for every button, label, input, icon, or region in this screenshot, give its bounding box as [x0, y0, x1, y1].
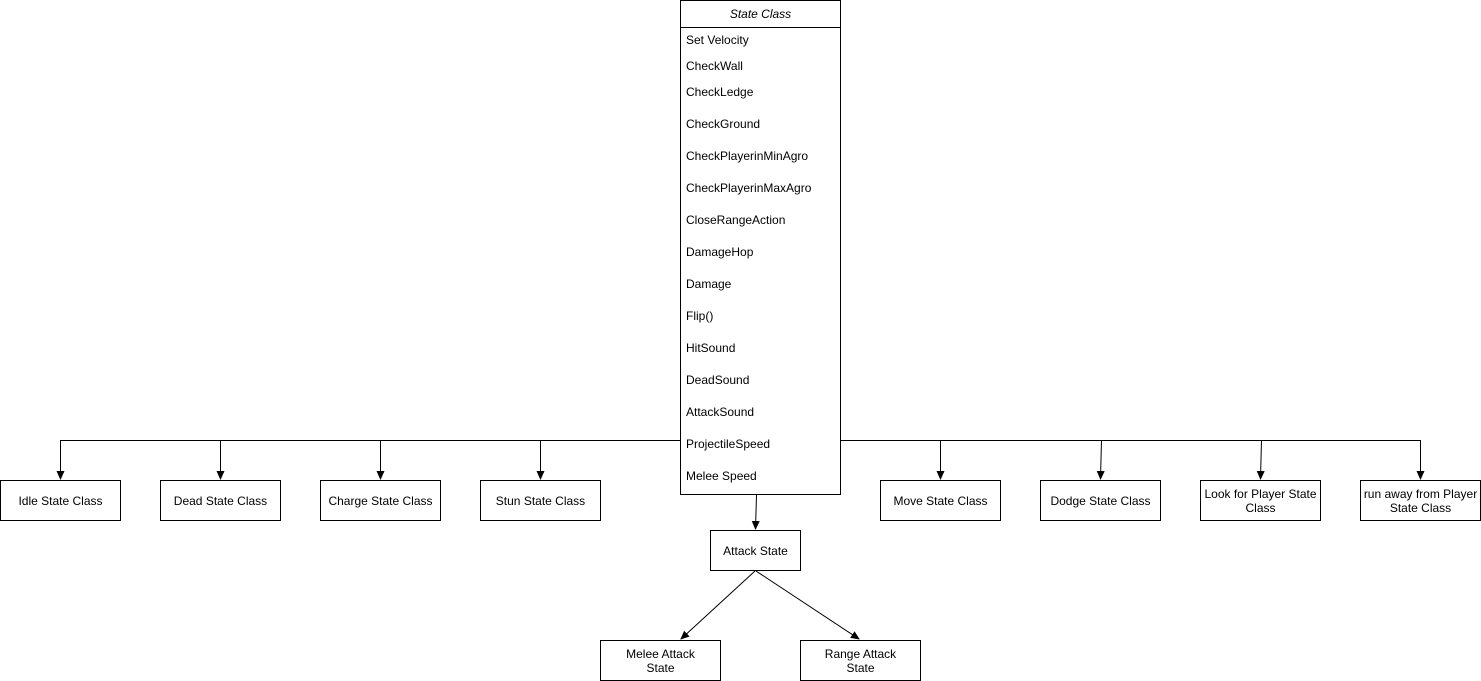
dead-state-class-box: Dead State Class: [160, 480, 281, 521]
attack-state-box: Attack State: [710, 530, 801, 571]
attribute-attack-sound: AttackSound: [686, 405, 755, 419]
melee-attack-state-box: Melee Attack State: [600, 640, 721, 681]
attribute-check-player-max-agro: CheckPlayerinMaxAgro: [686, 181, 812, 195]
arrow-look-for-player: [1256, 439, 1265, 480]
attribute-check-player-min-agro: CheckPlayerinMinAgro: [686, 149, 809, 163]
state-class-title: State Class: [681, 1, 840, 28]
attribute-check-ground: CheckGround: [686, 117, 761, 131]
arrow-melee-attack: [680, 570, 756, 640]
state-class-box: State Class Set Velocity CheckWall Check…: [680, 0, 841, 495]
attribute-flip: Flip(): [686, 309, 714, 323]
stun-state-class-box: Stun State Class: [480, 480, 601, 521]
attribute-damage: Damage: [686, 277, 732, 291]
attribute-set-velocity: Set Velocity: [686, 33, 749, 47]
arrow-attack-state: [751, 494, 760, 530]
idle-state-class-box: Idle State Class: [0, 480, 121, 521]
dodge-state-class-box: Dodge State Class: [1040, 480, 1161, 521]
attribute-projectile-speed: ProjectileSpeed: [686, 437, 771, 451]
attribute-melee-speed: Melee Speed: [686, 469, 757, 483]
attribute-check-wall: CheckWall: [686, 59, 743, 73]
attribute-dead-sound: DeadSound: [686, 373, 750, 387]
move-state-class-box: Move State Class: [880, 480, 1001, 521]
arrow-dodge: [1096, 439, 1105, 480]
attribute-damage-hop: DamageHop: [686, 245, 754, 259]
charge-state-class-box: Charge State Class: [320, 480, 441, 521]
attribute-close-range-action: CloseRangeAction: [686, 213, 786, 227]
arrow-range-attack: [755, 570, 860, 640]
attribute-hit-sound: HitSound: [686, 341, 736, 355]
attribute-check-ledge: CheckLedge: [686, 85, 754, 99]
look-for-player-state-class-box: Look for Player State Class: [1200, 480, 1321, 521]
range-attack-state-box: Range Attack State: [800, 640, 921, 681]
run-away-state-class-box: run away from Player State Class: [1360, 480, 1481, 521]
